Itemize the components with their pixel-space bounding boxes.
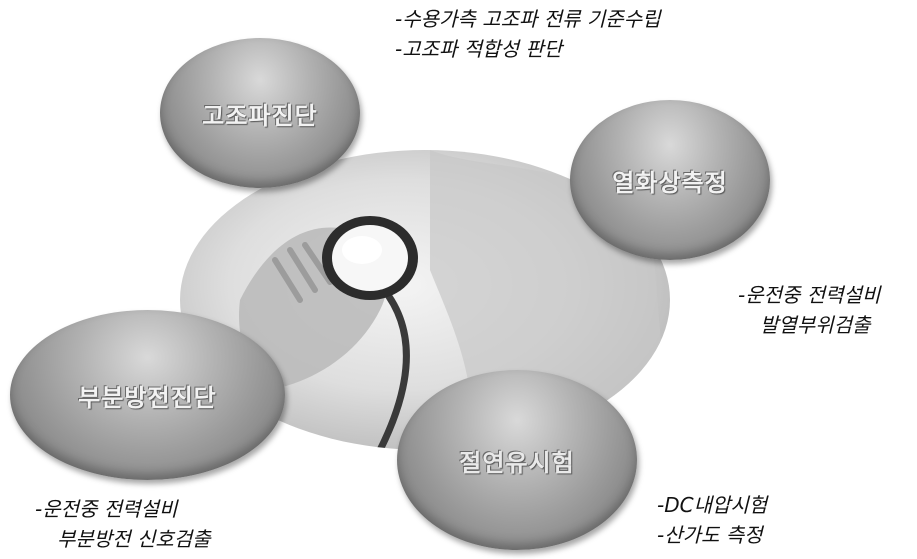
note-line: 부분방전 신호검출 — [57, 527, 211, 551]
partial-discharge-notes: -운전중 전력설비 부분방전 신호검출 — [35, 494, 211, 554]
node-label: 열화상측정 — [612, 168, 728, 197]
insulating-oil-notes: -DC내압시험 -산가도 측정 — [657, 490, 767, 550]
note-line: -운전중 전력설비 — [35, 497, 178, 521]
insulating-oil-node: 절연유시험 — [397, 370, 637, 550]
node-label: 부분방전진단 — [78, 383, 217, 412]
note-line: -수용가측 고조파 전류 기준수립 — [395, 7, 661, 31]
thermal-imaging-node: 열화상측정 — [570, 100, 770, 260]
note-line: -고조파 적합성 판단 — [395, 37, 563, 61]
node-label: 절연유시험 — [459, 448, 575, 477]
harmonic-diagnosis-node: 고조파진단 — [160, 38, 360, 188]
partial-discharge-node: 부분방전진단 — [10, 310, 285, 480]
thermal-notes: -운전중 전력설비 발열부위검출 — [738, 280, 880, 340]
harmonic-notes: -수용가측 고조파 전류 기준수립 -고조파 적합성 판단 — [395, 4, 661, 64]
note-line: -운전중 전력설비 — [738, 283, 881, 307]
note-line: -DC내압시험 — [657, 493, 768, 517]
note-line: 발열부위검출 — [760, 313, 871, 337]
note-line: -산가도 측정 — [657, 523, 763, 547]
node-label: 고조파진단 — [202, 101, 318, 130]
